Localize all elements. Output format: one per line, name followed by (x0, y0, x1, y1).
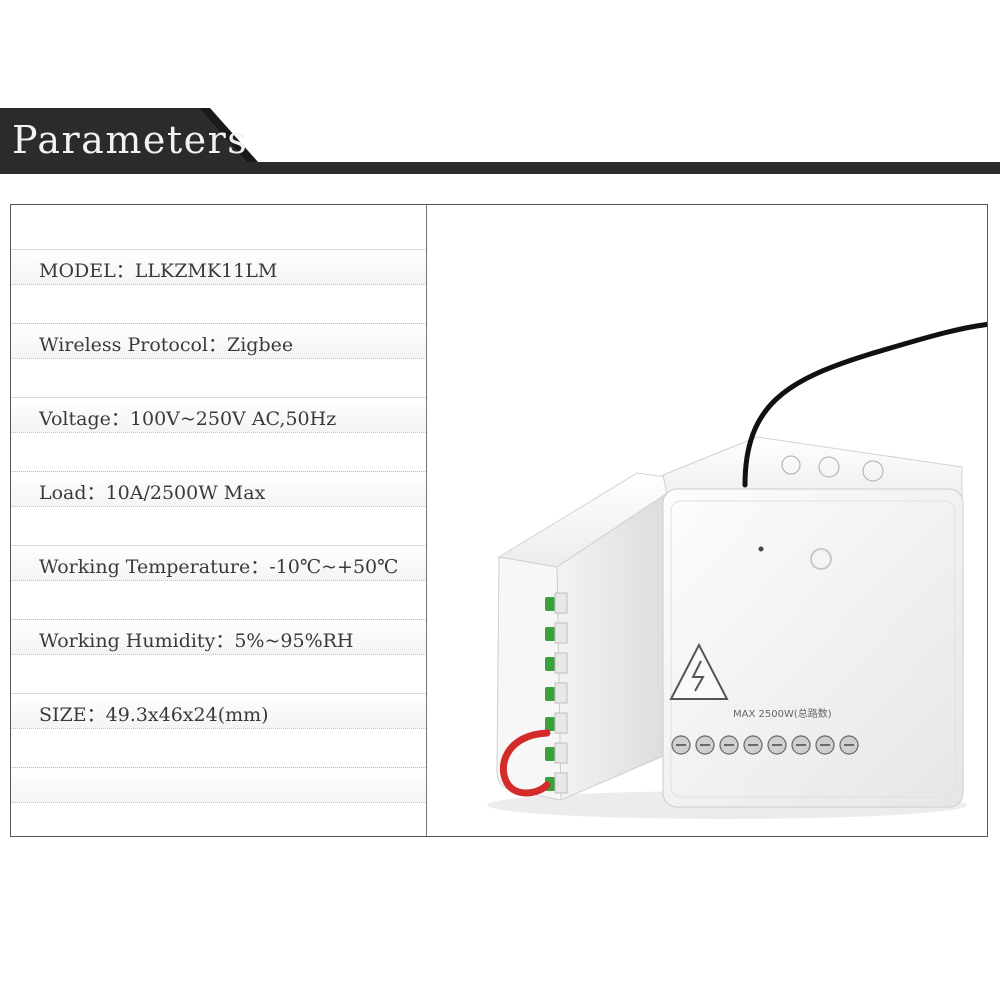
red-wire (499, 729, 551, 797)
param-label: Wireless Protocol (39, 334, 208, 356)
column-divider (426, 205, 427, 836)
page-title: Parameters (12, 118, 249, 162)
param-row: Working Temperature：-10℃~+50℃ (11, 545, 426, 581)
param-separator: ： (110, 408, 130, 430)
rating-label: MAX 2500W(总路数) (733, 707, 832, 720)
param-row-empty (11, 767, 426, 803)
param-row: Working Humidity：5%~95%RH (11, 619, 426, 655)
param-separator: ： (86, 482, 106, 504)
param-label: Load (39, 482, 87, 504)
pairing-button-icon (810, 548, 832, 570)
param-value: -10℃~+50℃ (269, 556, 399, 578)
param-value: 10A/2500W Max (105, 482, 266, 504)
param-row: MODEL：LLKZMK11LM (11, 249, 426, 285)
parameters-panel: MODEL：LLKZMK11LM Wireless Protocol：Zigbe… (10, 204, 988, 837)
param-separator: ： (208, 334, 228, 356)
param-row: SIZE：49.3x46x24(mm) (11, 693, 426, 729)
header-banner: Parameters (0, 108, 1000, 178)
param-separator: ： (115, 260, 135, 282)
param-label: SIZE (39, 704, 87, 726)
param-row: Load：10A/2500W Max (11, 471, 426, 507)
relay-module-side (496, 472, 690, 801)
param-separator: ： (250, 556, 270, 578)
param-value: 49.3x46x24(mm) (105, 704, 269, 726)
param-value: LLKZMK11LM (134, 260, 278, 282)
param-separator: ： (86, 704, 106, 726)
param-label: MODEL (39, 260, 116, 282)
param-label: Voltage (39, 408, 111, 430)
param-row: Voltage：100V~250V AC,50Hz (11, 397, 426, 433)
relay-module-front: MAX 2500W(总路数) (662, 436, 964, 808)
product-photo: MAX 2500W(总路数) (427, 205, 987, 836)
antenna-cable (742, 321, 987, 488)
warning-icon (669, 642, 729, 700)
param-label: Working Temperature (39, 556, 251, 578)
param-row: Wireless Protocol：Zigbee (11, 323, 426, 359)
parameter-list: MODEL：LLKZMK11LM Wireless Protocol：Zigbe… (11, 205, 426, 836)
relay-module-illustration: MAX 2500W(总路数) (487, 321, 987, 819)
param-value: 5%~95%RH (234, 630, 354, 652)
param-separator: ： (215, 630, 235, 652)
header-banner-shape (0, 108, 1000, 174)
param-value: 100V~250V AC,50Hz (129, 408, 337, 430)
param-label: Working Humidity (39, 630, 216, 652)
param-value: Zigbee (227, 334, 294, 356)
